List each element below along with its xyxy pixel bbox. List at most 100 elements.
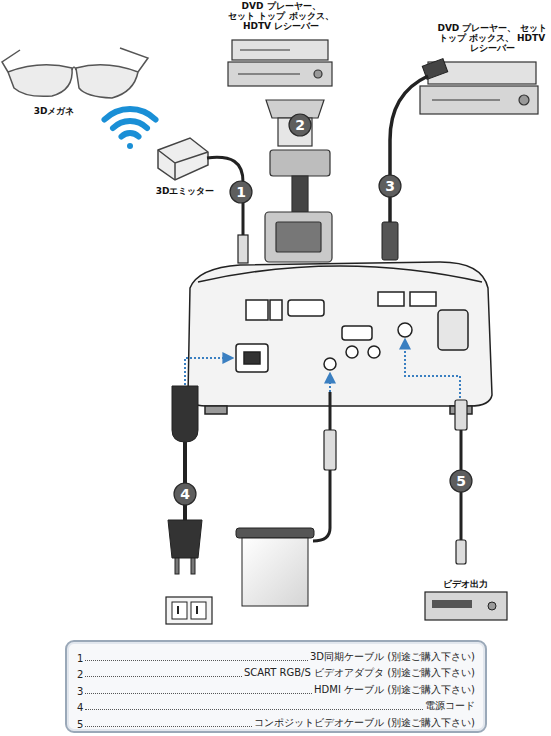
emitter-drawing-part [158, 138, 208, 180]
dvd-player-drawing-part [432, 99, 500, 100]
dot-leader [85, 709, 423, 710]
screen-trigger-part [236, 528, 314, 538]
callout-circle: 4 [173, 482, 197, 506]
callout-number: 5 [449, 469, 473, 493]
part-description: 電源コード [425, 699, 475, 713]
dvd-player-drawing-part [314, 70, 322, 78]
power-cord-part [196, 606, 198, 614]
part-label: 3Dメガネ [24, 106, 84, 116]
wireless-symbol-part [113, 121, 147, 128]
projector-body-part [410, 292, 436, 306]
glasses-drawing-part [76, 65, 138, 98]
composite-cable-part [455, 400, 467, 430]
wireless-symbol-part [127, 143, 133, 149]
projector-body-part [288, 300, 324, 316]
part-number: 4 [77, 702, 83, 713]
callout-circle-shape [230, 181, 252, 203]
dot-leader [85, 660, 308, 661]
hdmi-cable-part [390, 76, 428, 222]
dvd-player-drawing-part [519, 95, 529, 105]
callout-circle-shape [289, 114, 311, 136]
dot-leader [85, 693, 312, 694]
wireless-symbol-part [105, 109, 156, 120]
projector-body-part [205, 406, 227, 414]
projector-body-part [378, 292, 404, 306]
parts-list-row: 2 SCART RGB/S ビデオアダプタ (別途ご購入下さい) [77, 664, 475, 681]
dot-leader [85, 726, 252, 727]
screen-trigger-part [313, 470, 330, 541]
projector-body-part [324, 358, 336, 370]
part-description: SCART RGB/S ビデオアダプタ (別途ご購入下さい) [244, 666, 475, 680]
composite-cable-part [405, 340, 460, 398]
part-description: 3D同期ケーブル (別途ご購入下さい) [310, 650, 475, 664]
device-label: DVD プレーヤー、 セット トップ ボックス、 HDTV レシーバー [436, 23, 548, 53]
projector-body-part [398, 323, 412, 337]
dvd-player-drawing-part [240, 49, 290, 50]
composite-cable-part [488, 602, 496, 610]
part-description: HDMI ケーブル (別途ご購入下さい) [314, 683, 475, 697]
part-number: 1 [77, 653, 83, 664]
callout-circle: 3 [378, 174, 402, 198]
projector-body-part [346, 346, 358, 358]
scart-vga-adapter-part [292, 176, 308, 212]
projector-body-part [244, 352, 260, 364]
wireless-symbol-part [122, 133, 139, 137]
projector-body-part [236, 344, 268, 372]
projector-body-part [246, 300, 268, 320]
callout-circle: 2 [288, 113, 312, 137]
device-label: ビデオ出力 [430, 579, 500, 589]
power-cord-part [183, 442, 187, 520]
glasses-drawing-part [72, 67, 76, 70]
power-cord-part [191, 602, 206, 619]
parts-list-row: 1 3D同期ケーブル (別途ご購入下さい) [77, 647, 475, 664]
part-label: 3Dエミッター [150, 186, 220, 196]
parts-list-row: 4 電源コード [77, 697, 475, 714]
dvd-player-drawing-part [238, 73, 300, 74]
parts-list-row: 3HDMI ケーブル (別途ご購入下さい) [77, 680, 475, 697]
power-cord-part [191, 558, 195, 574]
dvd-player-drawing-part [228, 62, 332, 86]
composite-cable [405, 340, 507, 620]
part-description: コンポジットビデオケーブル (別途ご購入下さい) [254, 716, 475, 730]
scart-vga-adapter-part [276, 222, 321, 252]
screen-trigger-part [329, 392, 332, 430]
emitter-drawing-part [158, 150, 208, 180]
scart-vga-adapter-part [265, 212, 332, 262]
projector-body-part [438, 310, 468, 350]
power-cord [166, 358, 232, 624]
projector-body-part [188, 262, 492, 406]
hdmi-cable-part [382, 222, 398, 260]
dvd-player-drawing-part [232, 40, 328, 60]
power-cord-part [168, 520, 202, 558]
callout-number: 4 [173, 482, 197, 506]
scart-vga-adapter-part [270, 150, 330, 176]
power-cord-part [172, 602, 187, 619]
composite-cable-part [432, 600, 472, 608]
sync-cable-part [238, 235, 248, 263]
part-number: 2 [77, 669, 83, 680]
power-cord-part [177, 606, 179, 614]
emitter-drawing [158, 138, 208, 180]
glasses-drawing-part [120, 48, 148, 72]
dot-leader [85, 676, 242, 677]
device-label: DVD プレーヤー、 セット トップ ボックス、 HDTV レシーバー [228, 1, 334, 31]
projector-body [188, 262, 492, 414]
power-cord-part [185, 358, 232, 385]
glasses-drawing-part [2, 50, 20, 72]
glasses-drawing [2, 48, 148, 98]
projector-body-part [368, 346, 380, 358]
glasses-drawing-part [8, 65, 72, 97]
screen-trigger-part [329, 374, 331, 392]
power-cord-part [166, 597, 212, 624]
screen-trigger-part [242, 538, 308, 606]
parts-list-box: 1 3D同期ケーブル (別途ご購入下さい) 2 SCART RGB/S ビデオアダプタ… [65, 640, 487, 733]
screen-trigger [236, 374, 336, 606]
callout-number: 3 [378, 174, 402, 198]
callout-circle-shape [174, 483, 196, 505]
screen-trigger-part [324, 430, 336, 470]
wireless-symbol [105, 109, 156, 149]
power-cord-part [175, 558, 179, 574]
dvd-player-drawing-part [420, 86, 538, 114]
